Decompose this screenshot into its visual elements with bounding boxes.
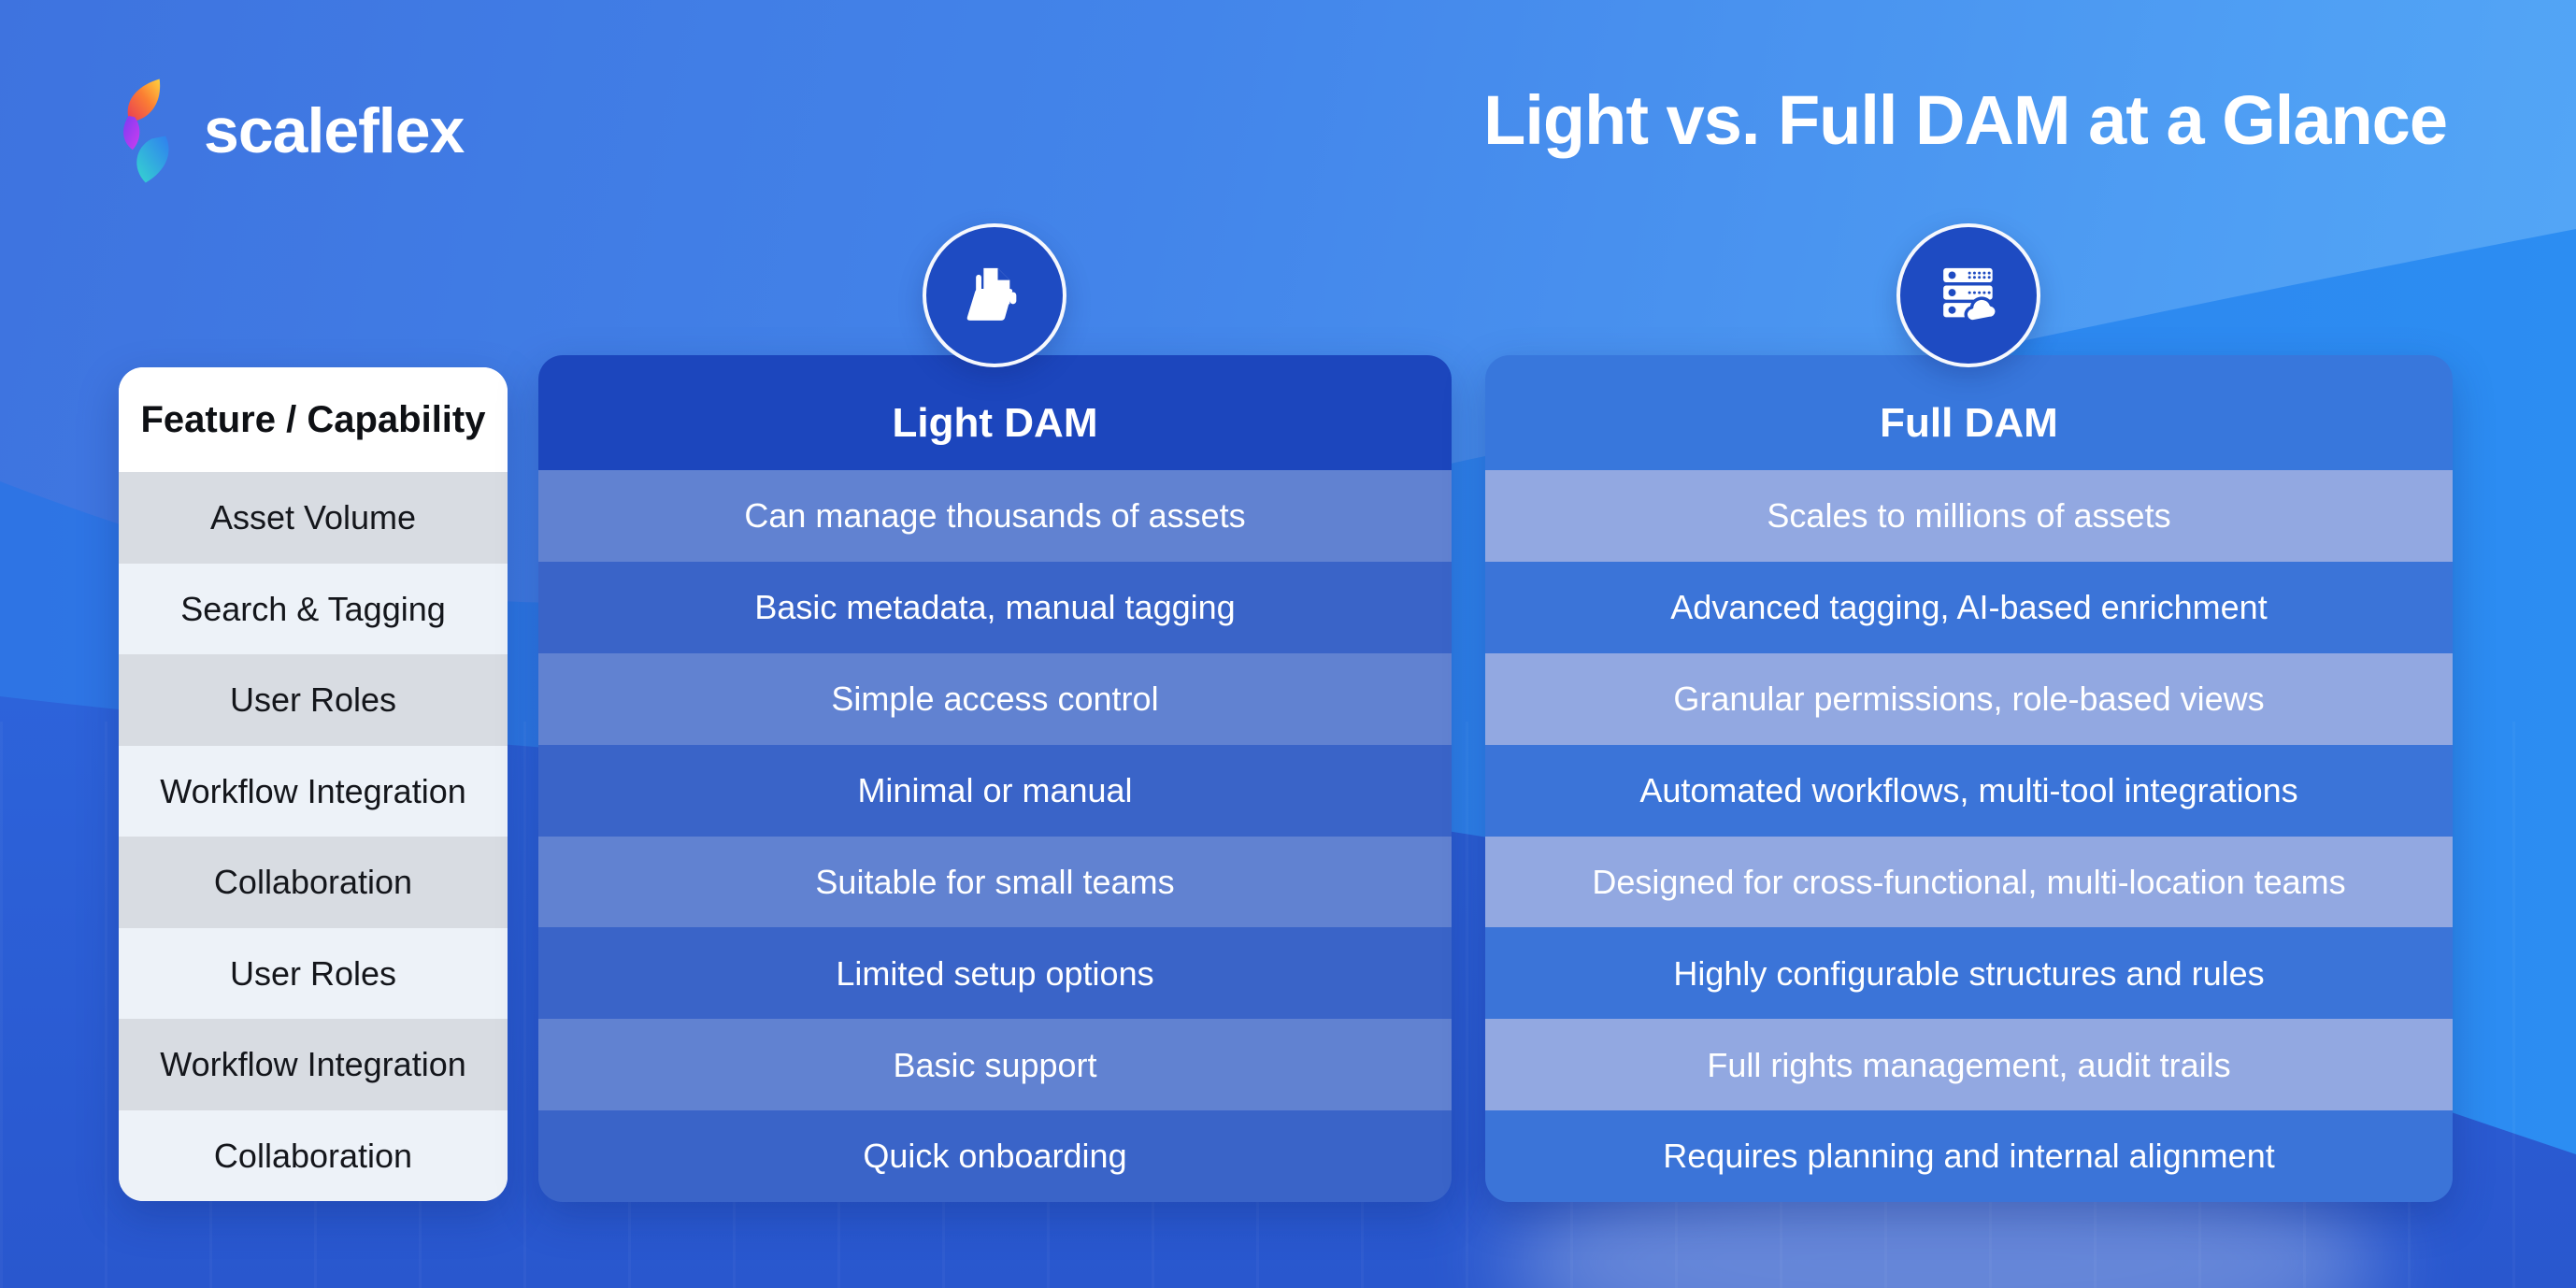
feature-row: Workflow Integration [119,745,508,837]
feature-row: Asset Volume [119,472,508,564]
feature-column: Feature / Capability Asset Volume Search… [119,367,508,1201]
light-dam-row: Simple access control [538,652,1452,745]
page-title: Light vs. Full DAM at a Glance [1483,81,2448,159]
feature-row: User Roles [119,927,508,1019]
light-dam-icon-badge [923,223,1066,367]
light-dam-row: Basic metadata, manual tagging [538,561,1452,653]
light-dam-row: Basic support [538,1019,1452,1111]
light-dam-row: Can manage thousands of assets [538,470,1452,562]
light-dam-row: Quick onboarding [538,1110,1452,1202]
feature-row: Collaboration [119,837,508,928]
full-dam-row: Full rights management, audit trails [1485,1019,2453,1111]
light-dam-row: Suitable for small teams [538,836,1452,928]
full-dam-column: Full DAM Scales to millions of assets Ad… [1485,355,2453,1202]
feature-column-header: Feature / Capability [119,367,508,472]
cloud-server-stack-icon [1943,267,1998,323]
full-dam-row: Granular permissions, role-based views [1485,652,2453,745]
feature-row: User Roles [119,654,508,746]
full-dam-row: Requires planning and internal alignment [1485,1110,2453,1202]
full-dam-row: Automated workflows, multi-tool integrat… [1485,744,2453,837]
full-dam-row: Designed for cross-functional, multi-loc… [1485,836,2453,928]
full-dam-row: Highly configurable structures and rules [1485,927,2453,1020]
full-dam-row: Advanced tagging, AI-based enrichment [1485,561,2453,653]
full-dam-header: Full DAM [1485,355,2453,470]
full-dam-icon-badge [1896,223,2040,367]
light-dam-row: Limited setup options [538,927,1452,1020]
scaleflex-logo-icon [123,79,169,183]
light-dam-column: Light DAM Can manage thousands of assets… [538,355,1452,1202]
light-dam-row: Minimal or manual [538,744,1452,837]
light-dam-header: Light DAM [538,355,1452,470]
full-dam-row: Scales to millions of assets [1485,470,2453,562]
open-folder-documents-icon [966,267,1017,321]
feature-row: Workflow Integration [119,1019,508,1110]
brand-logo: scaleflex [120,79,465,183]
feature-row: Collaboration [119,1109,508,1201]
feature-row: Search & Tagging [119,563,508,654]
brand-logo-text: scaleflex [204,95,465,166]
